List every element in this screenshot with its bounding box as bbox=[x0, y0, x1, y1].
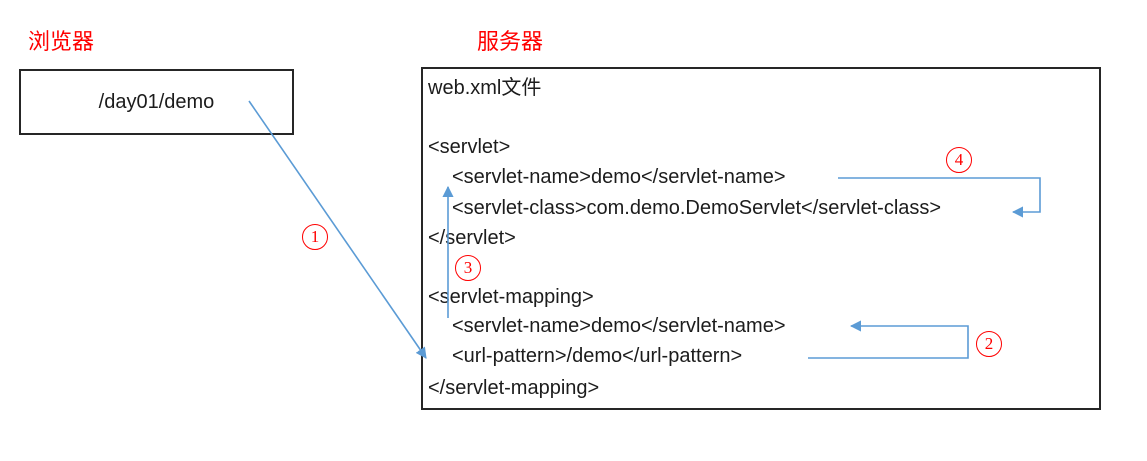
step-badge-2: 2 bbox=[976, 331, 1002, 357]
code-line-url-pattern: <url-pattern>/demo</url-pattern> bbox=[452, 345, 743, 367]
code-line-servlet-name: <servlet-name>demo</servlet-name> bbox=[452, 166, 786, 188]
code-line-mapping-close: </servlet-mapping> bbox=[428, 377, 600, 399]
browser-label: 浏览器 bbox=[28, 29, 95, 54]
code-line-servlet-open: <servlet> bbox=[428, 136, 511, 158]
step-badge-3: 3 bbox=[455, 255, 481, 281]
code-line-mapping-open: <servlet-mapping> bbox=[428, 286, 594, 308]
code-line-servlet-close: </servlet> bbox=[428, 227, 516, 249]
step-badge-4: 4 bbox=[946, 147, 972, 173]
request-url-text: /day01/demo bbox=[98, 90, 215, 113]
webxml-file-title: web.xml文件 bbox=[428, 77, 542, 99]
browser-box: /day01/demo bbox=[19, 69, 294, 135]
code-line-servlet-class: <servlet-class>com.demo.DemoServlet</ser… bbox=[452, 197, 942, 219]
arrow-step-1-request bbox=[248, 100, 427, 359]
server-label: 服务器 bbox=[477, 29, 544, 54]
code-line-mapping-servlet-name: <servlet-name>demo</servlet-name> bbox=[452, 315, 786, 337]
step-badge-1: 1 bbox=[302, 224, 328, 250]
